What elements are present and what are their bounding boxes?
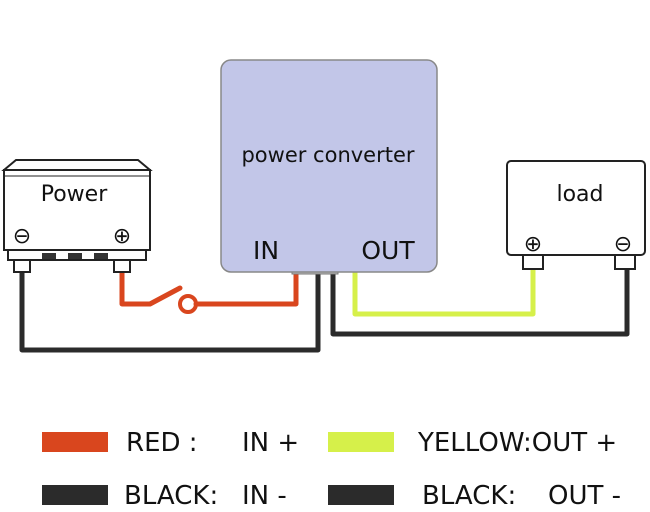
legend-swatch-black — [42, 485, 108, 505]
legend-pin: IN - — [242, 481, 287, 511]
legend-swatch-black — [328, 485, 394, 505]
wire-red-to-converter — [193, 269, 299, 307]
legend-name: RED : — [126, 428, 198, 458]
legend-name: BLACK: — [422, 481, 517, 511]
wire-yellow-out-positive — [352, 265, 536, 317]
power-negative-icon: ⊖ — [13, 224, 31, 249]
load: load ⊕ ⊖ — [506, 160, 646, 270]
legend-name: YELLOW:OUT + — [418, 428, 618, 458]
converter-in-label: IN — [253, 236, 279, 265]
power-label: Power — [41, 182, 108, 207]
load-positive-icon: ⊕ — [524, 232, 542, 257]
legend-item-yellow: YELLOW:OUT + — [0, 428, 650, 458]
power-converter: power converter IN OUT — [220, 59, 438, 275]
legend-swatch-red — [42, 432, 108, 452]
wire-black-out-negative — [330, 265, 630, 337]
power-supply: Power ⊖ ⊕ — [1, 159, 153, 273]
legend-name: BLACK: — [124, 481, 219, 511]
wires — [19, 265, 630, 353]
wire-black-in-negative — [19, 269, 321, 353]
load-negative-icon: ⊖ — [614, 232, 632, 257]
legend-item-red: RED : IN + — [0, 428, 320, 458]
legend-pin: IN + — [242, 428, 300, 458]
power-positive-icon: ⊕ — [113, 224, 131, 249]
legend-item-black-in: BLACK: IN - — [0, 481, 320, 511]
load-label: load — [556, 182, 603, 207]
converter-out-label: OUT — [361, 236, 415, 265]
converter-label: power converter — [241, 143, 414, 167]
legend-item-black-out: BLACK: OUT - — [0, 481, 650, 511]
legend-pin: OUT - — [548, 481, 622, 511]
wire-red-in-positive — [119, 269, 183, 307]
legend-swatch-yellow — [328, 432, 394, 452]
